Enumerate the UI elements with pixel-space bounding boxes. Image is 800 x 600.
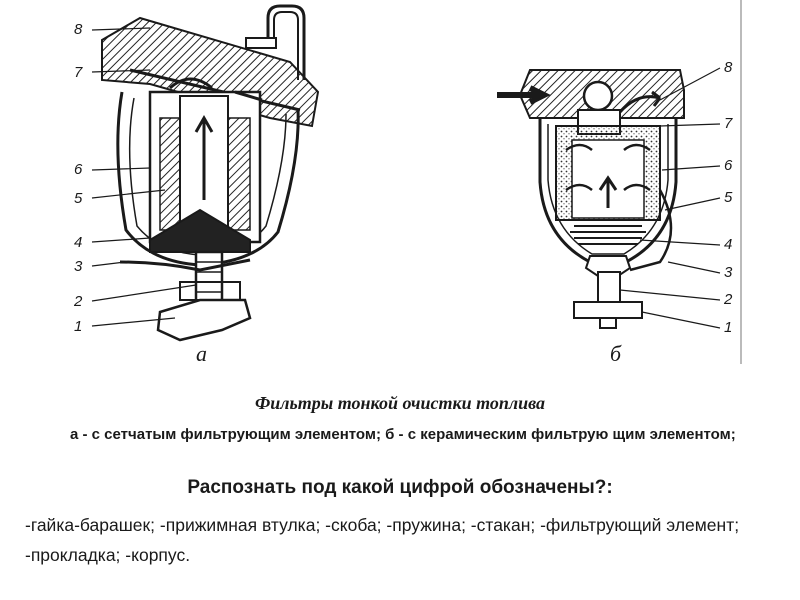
callout-a-6: 6 xyxy=(74,161,83,178)
filter-a-mesh-element xyxy=(148,77,263,244)
figure-subtitle: а - с сетчатым фильтрующим элементом; б … xyxy=(70,426,736,443)
callout-a-2: 2 xyxy=(73,293,83,310)
callout-a-1: 1 xyxy=(74,318,82,335)
figure-title: Фильтры тонкой очистки топлива xyxy=(254,393,546,413)
callout-b-4: 4 xyxy=(724,236,732,253)
callout-a-5: 5 xyxy=(74,190,83,207)
callout-a-8: 8 xyxy=(74,21,83,38)
filter-b-leader-lines xyxy=(619,67,721,329)
filter-a-housing xyxy=(101,16,320,128)
diagram-b-sublabel: б xyxy=(610,341,622,366)
callout-a-3: 3 xyxy=(74,258,83,275)
filter-b-spring xyxy=(570,225,646,245)
filter-a-leader-lines xyxy=(91,27,197,327)
callout-b-8: 8 xyxy=(724,59,733,76)
callout-b-3: 3 xyxy=(724,264,733,281)
question-text: Распознать под какой цифрой обозначены?: xyxy=(187,477,613,498)
filter-b-base xyxy=(573,189,673,329)
callout-b-2: 2 xyxy=(723,291,733,308)
callout-a-7: 7 xyxy=(74,64,83,81)
diagram-b xyxy=(497,67,721,329)
filter-b-head xyxy=(497,69,685,135)
fuel-filter-diagrams: 8 7 6 5 4 3 2 1 а xyxy=(73,0,742,366)
callout-a-4: 4 xyxy=(74,234,82,251)
diagram-a-sublabel: а xyxy=(196,341,207,366)
filter-a-pipe xyxy=(245,4,306,80)
callout-b-5: 5 xyxy=(724,189,733,206)
callout-b-1: 1 xyxy=(724,319,732,336)
callout-b-6: 6 xyxy=(724,157,733,174)
filter-b-ceramic-element xyxy=(555,125,661,221)
diagram-a xyxy=(91,4,320,342)
callout-b-7: 7 xyxy=(724,115,733,132)
answer-options: -гайка-барашек; -прижимная втулка; -скоб… xyxy=(25,515,740,565)
filter-a-base xyxy=(119,208,252,342)
